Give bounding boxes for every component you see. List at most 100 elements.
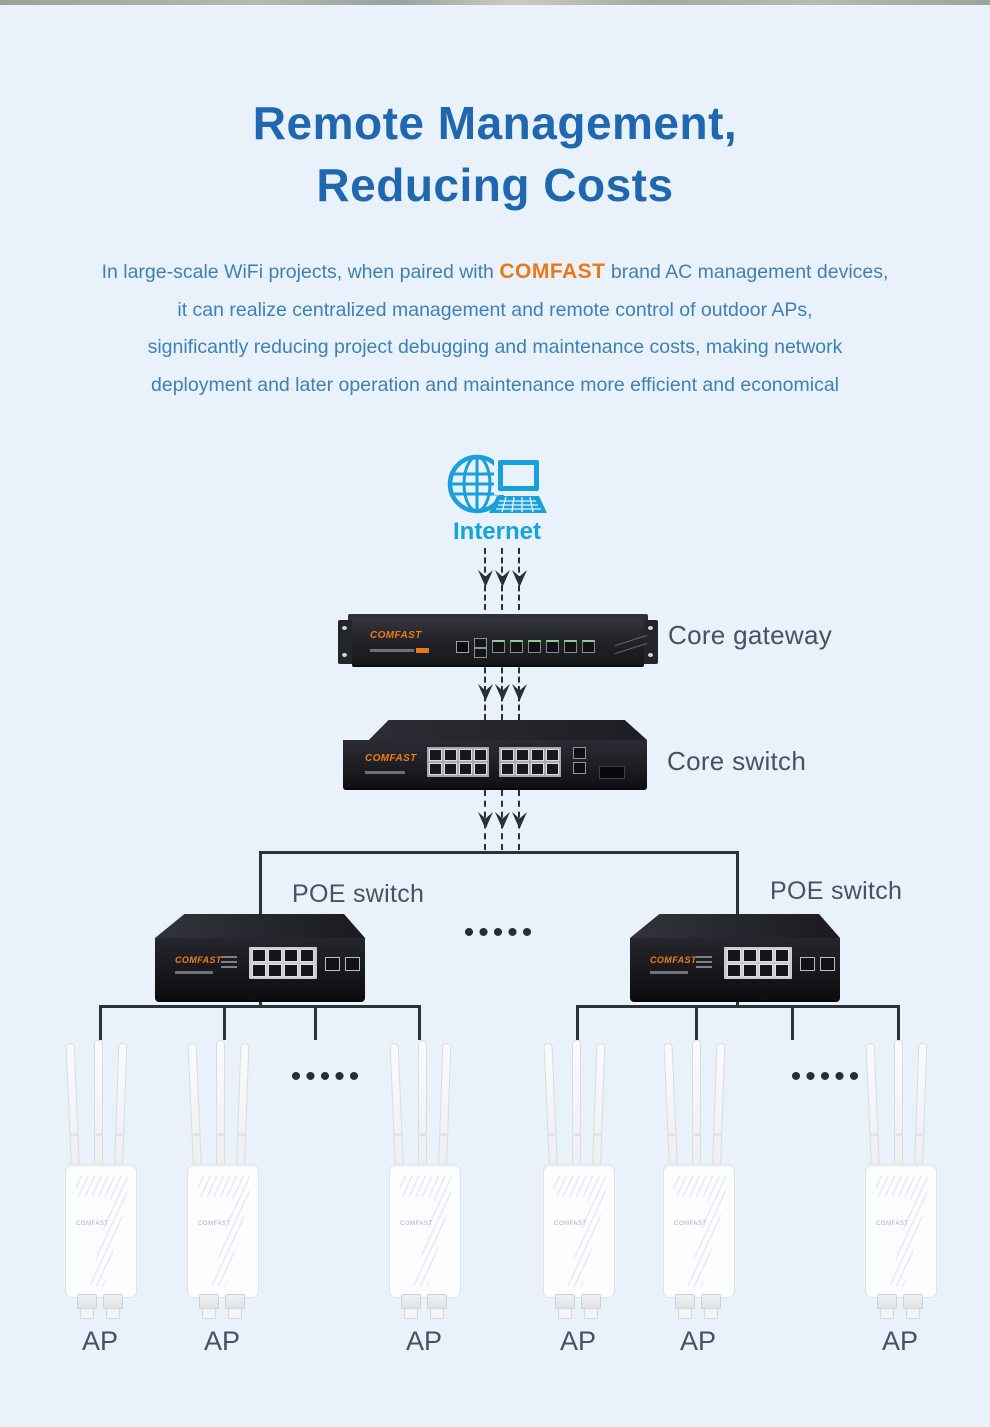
ap-drop-line [897, 1005, 900, 1040]
rj45-port [516, 763, 529, 775]
ap-label: AP [679, 1326, 717, 1356]
antenna [865, 1042, 880, 1170]
rj45-port [300, 964, 314, 977]
antenna [216, 1040, 225, 1169]
device-brand-logo: COMFAST [650, 955, 697, 965]
gateway-front-panel: COMFAST [352, 619, 648, 667]
gateway-chassis-top [348, 614, 648, 621]
rj45-port [325, 957, 340, 971]
switch-uplink-ports [573, 747, 586, 774]
switch-port-bank-2 [499, 747, 561, 777]
ap-hatch-pattern [553, 1175, 606, 1287]
ap-drop-line [99, 1005, 102, 1040]
rj45-port [459, 749, 472, 761]
antenna [438, 1042, 452, 1170]
ap-body: COMFAST [865, 1164, 937, 1298]
connector-dashed-line [501, 658, 503, 720]
ap-body: COMFAST [389, 1164, 461, 1298]
device-info-block [221, 956, 243, 971]
rj45-port [546, 749, 559, 761]
ap-bus-left [99, 1005, 421, 1008]
ellipsis-dots-right: ••••• [790, 1060, 864, 1093]
page-title: Remote Management,Reducing Costs [0, 92, 990, 216]
rj45-port [444, 749, 457, 761]
cable-gland [555, 1294, 575, 1319]
ellipsis-dots-left: ••••• [290, 1060, 364, 1093]
rj45-port [474, 763, 487, 775]
ap-hatch-pattern [197, 1175, 250, 1287]
cable-gland [103, 1294, 123, 1319]
rj45-port [492, 640, 505, 653]
rj45-port [444, 763, 457, 775]
rj45-port [252, 964, 266, 977]
rj45-port [528, 640, 541, 653]
device-brand-logo: COMFAST [876, 1221, 909, 1227]
rj45-port [456, 641, 469, 653]
switch-port-bank-1 [427, 747, 489, 777]
antenna [389, 1042, 404, 1170]
device-model-bar [365, 771, 405, 774]
poe-port-bank [724, 947, 792, 979]
poe-switch-right-label: POE switch [770, 877, 903, 905]
device-brand-logo: COMFAST [674, 1221, 707, 1227]
antenna [663, 1042, 678, 1170]
cable-gland [225, 1294, 245, 1319]
cable-gland [675, 1294, 695, 1319]
ap-hatch-pattern [75, 1175, 128, 1287]
rj45-port [546, 640, 559, 653]
intro-line-1: In large-scale WiFi projects, when paire… [0, 253, 990, 292]
device-model-bar [175, 971, 213, 974]
cable-gland [903, 1294, 923, 1319]
poe-uplink-ports [325, 957, 360, 971]
rj45-port [268, 949, 282, 962]
ap-label: AP [881, 1326, 919, 1356]
usb-ports [474, 638, 487, 658]
rj45-port [759, 964, 773, 977]
ap-body: COMFAST [187, 1164, 259, 1298]
ap-hatch-pattern [673, 1175, 726, 1287]
cable-gland [427, 1294, 447, 1319]
rj45-port [284, 949, 298, 962]
ap-device-1: COMFAST AP [55, 1040, 145, 1362]
rj45-port [459, 763, 472, 775]
rj45-port [573, 747, 586, 759]
ap-body: COMFAST [65, 1164, 137, 1298]
rj45-port [300, 949, 314, 962]
rj45-port [546, 763, 559, 775]
rj45-port [743, 949, 757, 962]
antenna [914, 1042, 928, 1170]
switch-chassis-top [630, 914, 840, 938]
intro-paragraph: In large-scale WiFi projects, when paire… [0, 253, 990, 404]
ap-drop-line [223, 1005, 226, 1040]
rj45-port [252, 949, 266, 962]
ap-hatch-pattern [875, 1175, 928, 1287]
device-brand-logo: COMFAST [175, 955, 222, 965]
core-gateway-label: Core gateway [668, 620, 833, 650]
connector-dashed-line [518, 658, 520, 720]
ap-device-4: COMFAST AP [533, 1040, 623, 1362]
ap-device-5: COMFAST AP [653, 1040, 743, 1362]
antenna [418, 1040, 427, 1169]
rj45-port [516, 749, 529, 761]
antenna [114, 1042, 128, 1170]
rj45-port [573, 762, 586, 774]
brand-name: COMFAST [499, 260, 606, 283]
title-line2: Reducing Costs [316, 159, 674, 211]
antenna [94, 1040, 103, 1169]
poe-switch-left-label: POE switch [292, 880, 425, 908]
ap-bus-right [576, 1005, 900, 1008]
internet-globe-laptop-icon [447, 454, 547, 514]
gateway-port-bank [492, 640, 595, 653]
decor-swoosh [614, 633, 648, 655]
rj45-port [429, 749, 442, 761]
rj45-port [775, 949, 789, 962]
antenna [894, 1040, 903, 1169]
switch-chassis-top [368, 720, 647, 740]
device-brand-logo: COMFAST [370, 630, 422, 641]
ap-device-2: COMFAST AP [177, 1040, 267, 1362]
intro-line-3: significantly reducing project debugging… [147, 336, 843, 358]
rj45-port [474, 749, 487, 761]
ap-body: COMFAST [543, 1164, 615, 1298]
device-brand-logo: COMFAST [198, 1221, 231, 1227]
